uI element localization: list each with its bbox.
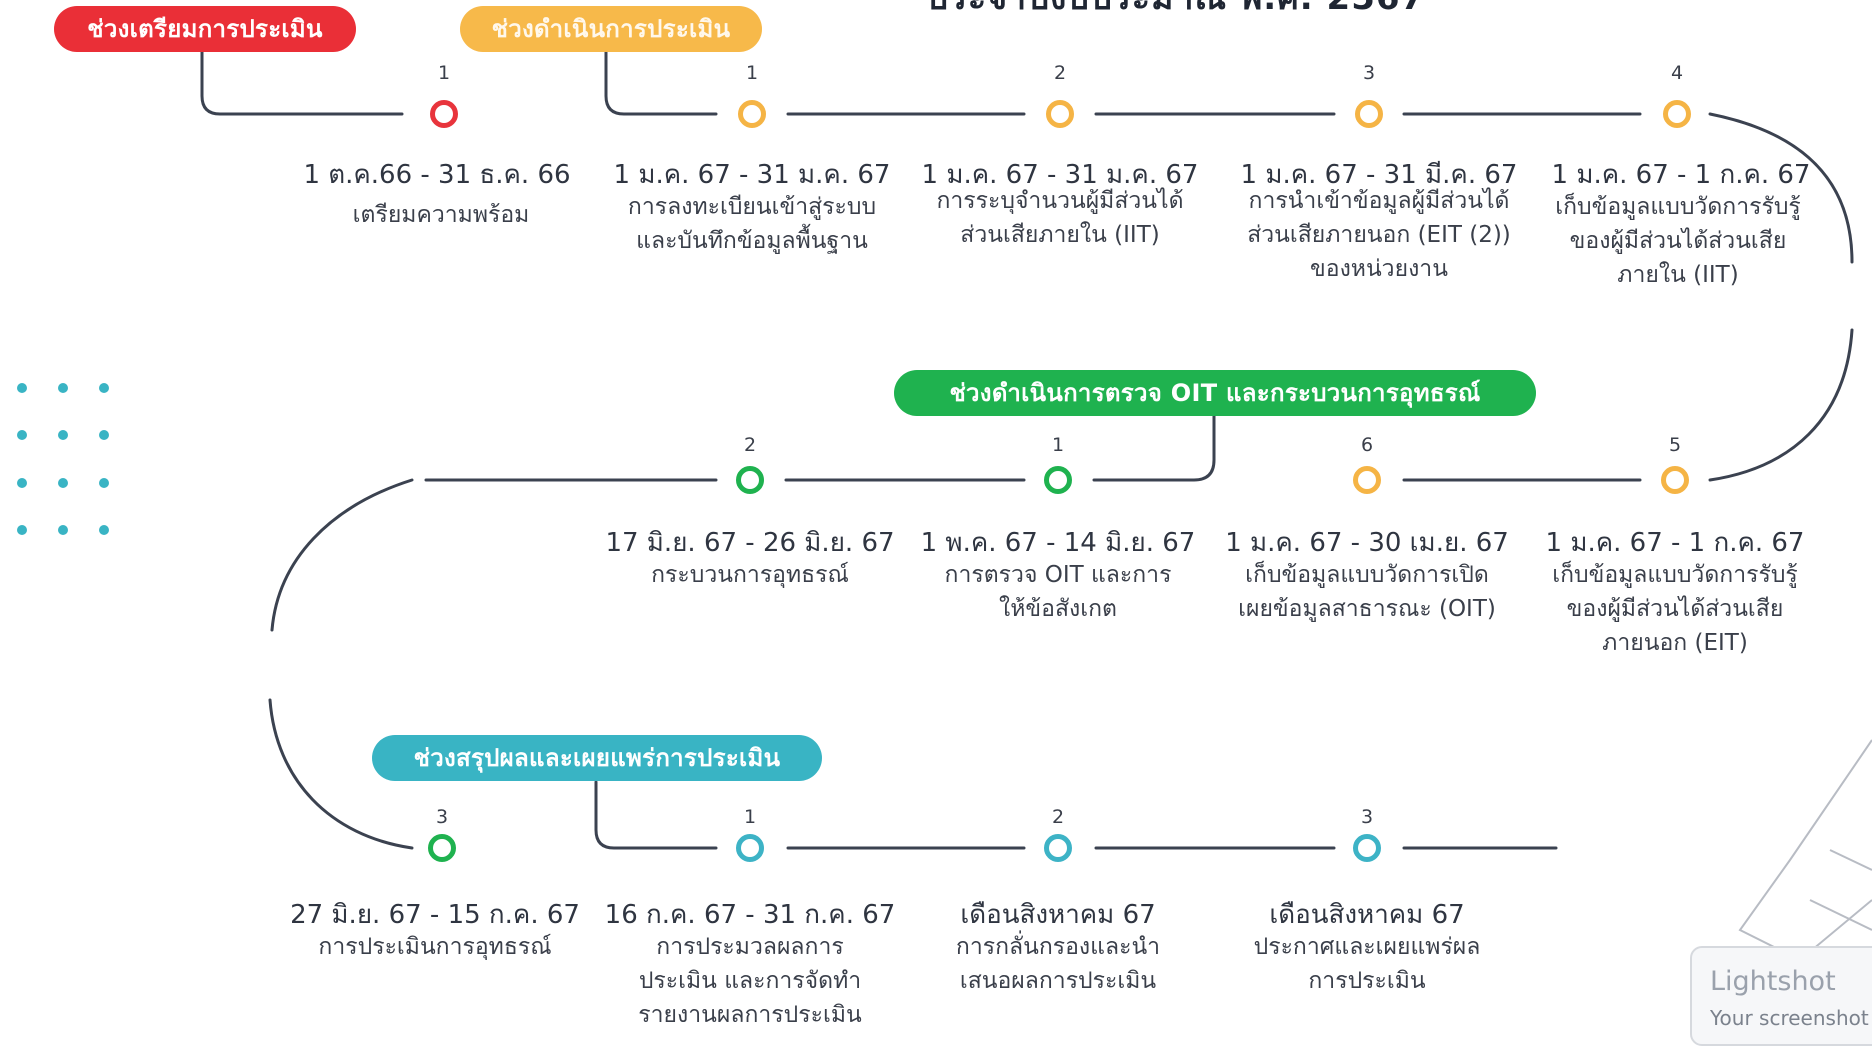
step-date: 1 ต.ค.66 - 31 ธ.ค. 66 bbox=[303, 160, 571, 190]
right-arc bbox=[1708, 328, 1854, 482]
step-date: 27 มิ.ย. 67 - 15 ก.ค. 67 bbox=[290, 900, 580, 930]
step-date: 1 พ.ค. 67 - 14 มิ.ย. 67 bbox=[920, 528, 1196, 558]
phase-label-preparation: ช่วงเตรียมการประเมิน bbox=[54, 6, 356, 52]
step-node bbox=[1661, 466, 1689, 494]
step-node bbox=[1046, 100, 1074, 128]
step-description: การนำเข้าข้อมูลผู้มีส่วนได้ส่วนเสียภายนอ… bbox=[1247, 188, 1511, 282]
step-number: 1 bbox=[437, 62, 451, 84]
step-date: เดือนสิงหาคม 67 bbox=[960, 900, 1156, 930]
step-date: 1 ม.ค. 67 - 1 ก.ค. 67 bbox=[1545, 528, 1805, 558]
step-date: 1 ม.ค. 67 - 31 ม.ค. 67 bbox=[921, 160, 1199, 190]
step-date: 17 มิ.ย. 67 - 26 มิ.ย. 67 bbox=[605, 528, 895, 558]
step-node bbox=[736, 834, 764, 862]
phase-label-summary: ช่วงสรุปผลและเผยแพร่การประเมิน bbox=[372, 735, 822, 781]
left-arc bbox=[268, 698, 414, 850]
step-number: 6 bbox=[1360, 434, 1374, 456]
step-node bbox=[430, 100, 458, 128]
step-number: 2 bbox=[1053, 62, 1067, 84]
diagram-title: ประจำปีงบประมาณ พ.ศ. 2567 bbox=[926, 0, 1425, 24]
right-arc bbox=[1708, 112, 1854, 264]
step-date: 1 ม.ค. 67 - 31 ม.ค. 67 bbox=[613, 160, 891, 190]
phase-connector-red bbox=[200, 50, 404, 116]
left-arc bbox=[270, 478, 414, 632]
step-number: 2 bbox=[743, 434, 757, 456]
step-description: ประกาศและเผยแพร่ผลการประเมิน bbox=[1253, 934, 1481, 994]
step-number: 3 bbox=[1360, 806, 1374, 828]
step-node bbox=[736, 466, 764, 494]
step-date: 16 ก.ค. 67 - 31 ก.ค. 67 bbox=[604, 900, 896, 930]
step-node bbox=[1663, 100, 1691, 128]
step-number: 1 bbox=[743, 806, 757, 828]
step-node bbox=[1044, 466, 1072, 494]
step-number: 2 bbox=[1051, 806, 1065, 828]
step-description: กระบวนการอุทธรณ์ bbox=[651, 562, 849, 588]
phase-connector-green bbox=[1092, 414, 1216, 482]
lightshot-caption: Your screenshot i bbox=[1710, 1006, 1872, 1030]
step-date: 1 ม.ค. 67 - 1 ก.ค. 67 bbox=[1551, 160, 1811, 190]
lightshot-notification[interactable]: Lightshot Your screenshot i bbox=[1690, 946, 1872, 1046]
step-node bbox=[1355, 100, 1383, 128]
step-description: การลงทะเบียนเข้าสู่ระบบและบันทึกข้อมูลพื… bbox=[627, 194, 877, 254]
step-description: การกลั่นกรองและนำเสนอผลการประเมิน bbox=[955, 934, 1161, 994]
step-description: การประเมินการอุทธรณ์ bbox=[318, 934, 552, 960]
step-description: เก็บข้อมูลแบบวัดการรับรู้ของผู้มีส่วนได้… bbox=[1555, 194, 1801, 288]
paper-sketch-decoration bbox=[1738, 739, 1872, 962]
phase-label-oit-appeal: ช่วงดำเนินการตรวจ OIT และกระบวนการอุทธรณ… bbox=[894, 370, 1536, 416]
step-description: การประมวลผลการประเมิน และการจัดทำรายงานผ… bbox=[638, 934, 862, 1028]
phase-connector-teal bbox=[594, 780, 718, 850]
phase-label-assessment: ช่วงดำเนินการประเมิน bbox=[460, 6, 762, 52]
step-number: 3 bbox=[1362, 62, 1376, 84]
step-description: การระบุจำนวนผู้มีส่วนได้ส่วนเสียภายใน (I… bbox=[936, 188, 1184, 248]
step-number: 1 bbox=[745, 62, 759, 84]
step-date: 1 ม.ค. 67 - 30 เม.ย. 67 bbox=[1225, 528, 1509, 558]
step-node bbox=[428, 834, 456, 862]
step-number: 5 bbox=[1668, 434, 1682, 456]
step-date: 1 ม.ค. 67 - 31 มี.ค. 67 bbox=[1240, 160, 1518, 190]
step-description: การตรวจ OIT และการให้ข้อสังเกต bbox=[944, 562, 1172, 622]
step-node bbox=[738, 100, 766, 128]
step-description: เก็บข้อมูลแบบวัดการเปิดเผยข้อมูลสาธารณะ … bbox=[1238, 562, 1496, 622]
step-number: 3 bbox=[435, 806, 449, 828]
step-node bbox=[1353, 834, 1381, 862]
phase-connector-orange bbox=[604, 50, 718, 116]
step-number: 4 bbox=[1670, 62, 1684, 84]
step-description: เก็บข้อมูลแบบวัดการรับรู้ของผู้มีส่วนได้… bbox=[1552, 562, 1798, 656]
step-description: เตรียมความพร้อม bbox=[352, 202, 530, 228]
step-node bbox=[1353, 466, 1381, 494]
step-number: 1 bbox=[1051, 434, 1065, 456]
lightshot-brand: Lightshot bbox=[1710, 966, 1836, 997]
step-date: เดือนสิงหาคม 67 bbox=[1269, 900, 1465, 930]
step-node bbox=[1044, 834, 1072, 862]
